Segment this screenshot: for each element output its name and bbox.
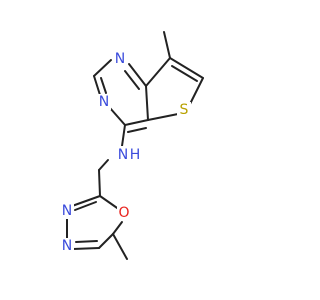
- bond-c5ox-methyl: [112, 233, 128, 260]
- bond-c7-c6-double: [171, 65, 198, 82]
- bond-n4ox-c5ox: [72, 247, 100, 250]
- bond-c2ox-o: [99, 195, 121, 211]
- bond-c2ox-n3ox-double: [74, 201, 97, 211]
- atom-s-thiophene: S: [180, 102, 189, 118]
- bond-c2-n1-double: [100, 77, 107, 94]
- bond-c2ox-n3ox: [71, 195, 101, 207]
- bond-nh-ch2: [98, 159, 109, 171]
- bond-c4-nh: [121, 124, 126, 147]
- atom-n-oxadiazole-left: N: [62, 203, 72, 219]
- atom-n-pyrimidine-left: N: [99, 94, 109, 110]
- bond-c7-c6: [169, 57, 204, 79]
- atom-n-amine: N: [118, 147, 128, 163]
- molecule-canvas: N N S N H N N O: [60, 31, 204, 260]
- bond-c5ox-o2: [98, 233, 114, 249]
- atom-n-pyrimidine-top: N: [115, 51, 125, 67]
- atom-o-oxadiazole: O: [118, 205, 129, 221]
- bond-c7a-c4: [145, 85, 149, 121]
- structure-diagram: N N S N H N N O: [60, 31, 204, 260]
- bond-s-c7a: [147, 113, 179, 121]
- bond-c7-c7a: [145, 57, 171, 87]
- bond-c4a-n3: [128, 63, 147, 87]
- bond-c6-s: [189, 77, 204, 105]
- bond-n4ox-c5ox-double: [75, 240, 98, 243]
- bond-c5ox-o: [112, 221, 123, 235]
- bond-c2-n1: [93, 75, 101, 96]
- bond-n3-c2: [93, 59, 112, 77]
- bond-c4a-n3-double: [124, 70, 140, 90]
- bond-methyl-c7: [163, 31, 171, 59]
- atom-h-amine: H: [130, 147, 141, 163]
- bond-c4-c4a-double: [127, 127, 147, 133]
- atom-n-oxadiazole-bottom: N: [62, 238, 72, 254]
- bond-ch2-oxadiazole: [98, 169, 101, 197]
- bond-n1-c4: [109, 107, 126, 126]
- bond-c4-c4a: [124, 119, 149, 126]
